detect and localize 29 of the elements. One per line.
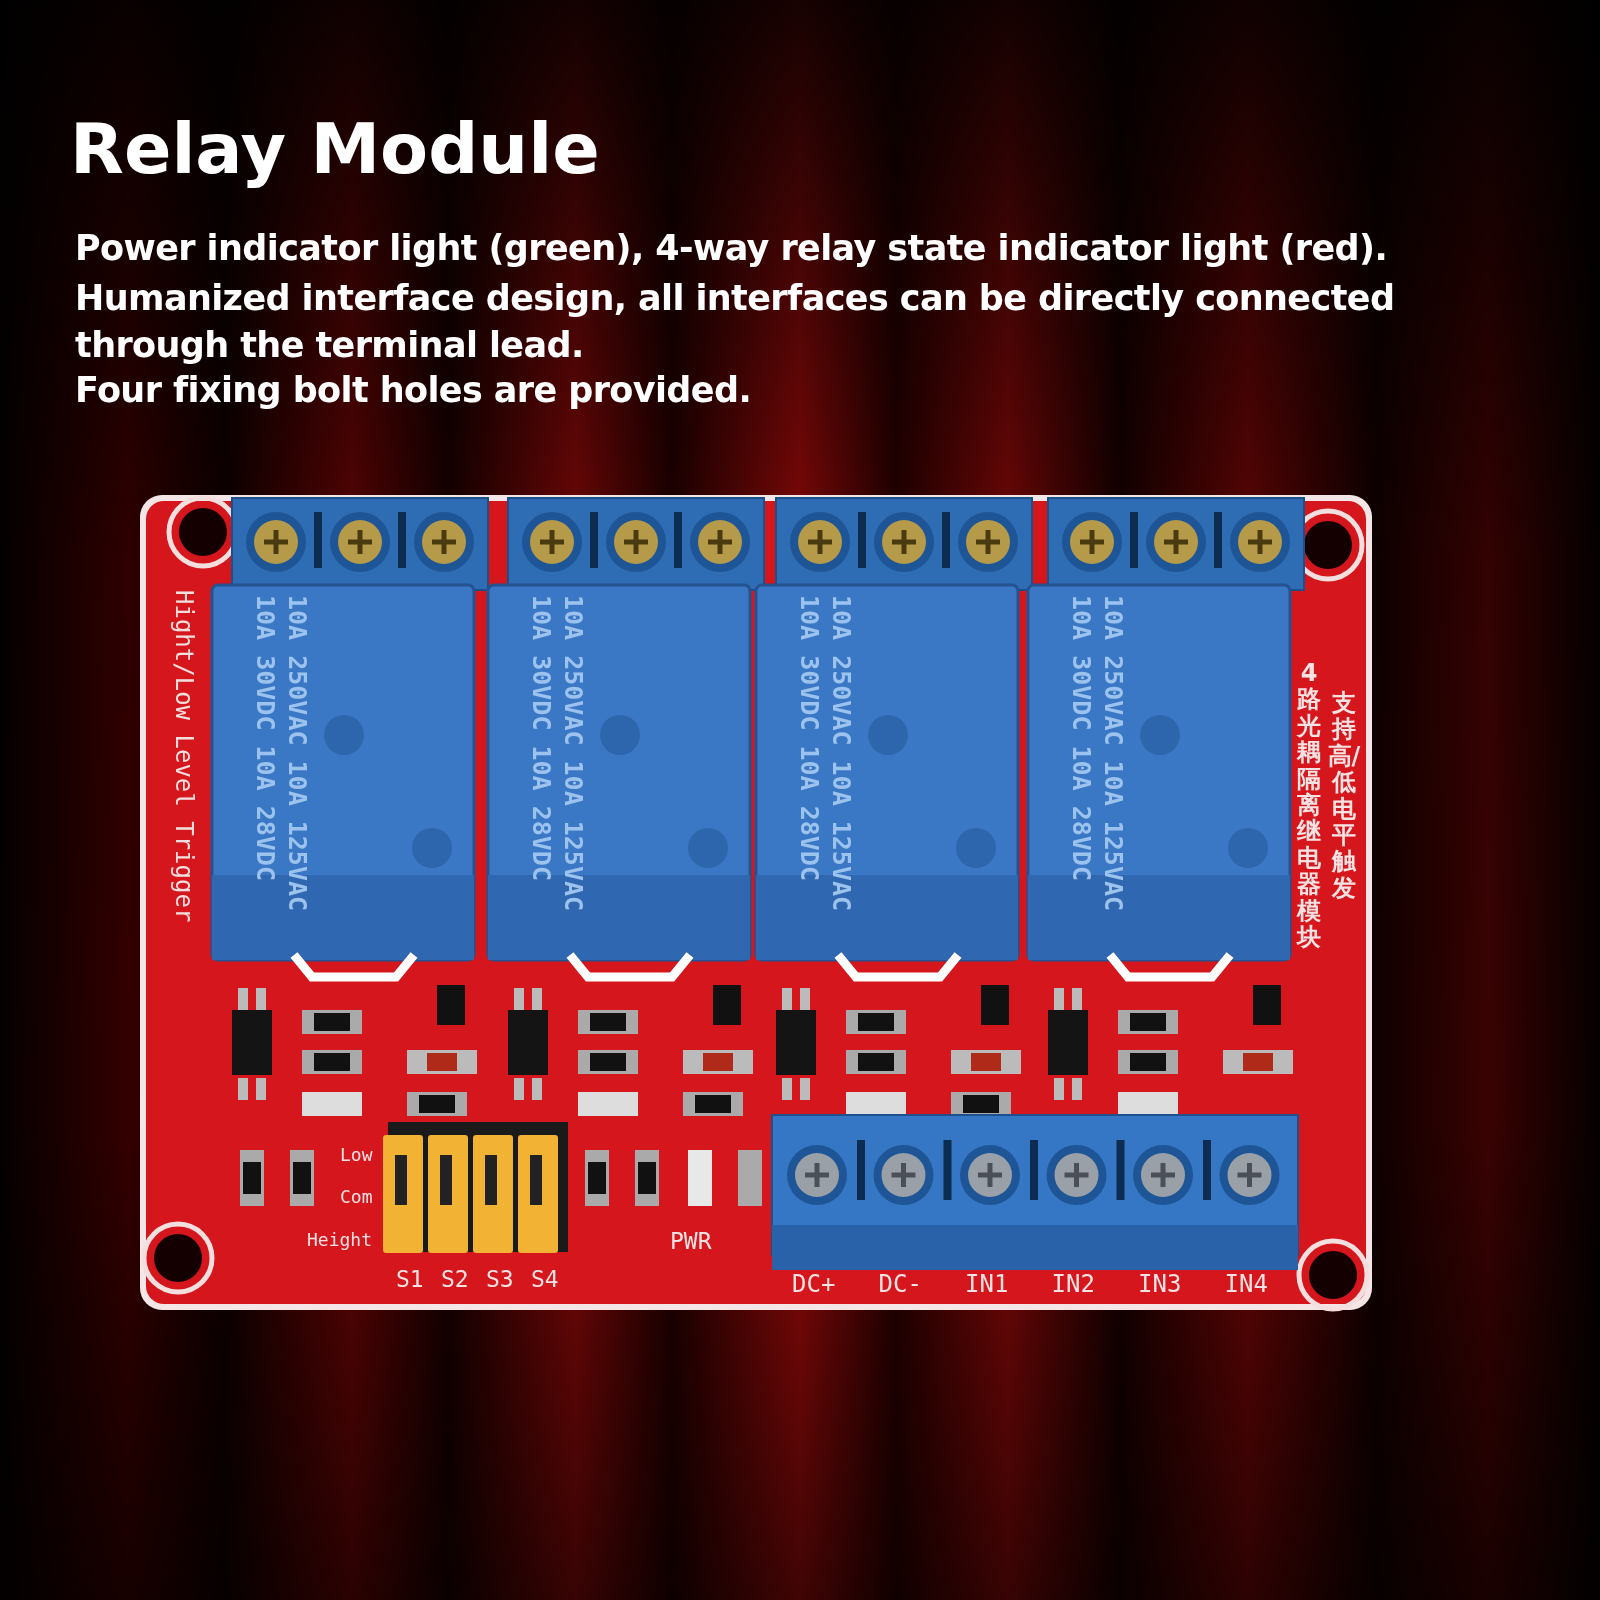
- pin-label: IN1: [965, 1272, 1009, 1296]
- relay-rating-text: 10A 250VAC 10A 125VAC: [826, 595, 856, 912]
- pin-label: S4: [531, 1268, 559, 1291]
- silkscreen-text: 4路光耦隔离继电器模块: [1295, 660, 1322, 951]
- pin-label: IN3: [1138, 1272, 1182, 1296]
- silkscreen-text: PWR: [670, 1230, 712, 1253]
- pin-label: S3: [486, 1268, 514, 1291]
- relay-rating-text: 10A 30VDC 10A 28VDC: [1066, 595, 1096, 881]
- relay-rating-text: 10A 250VAC 10A 125VAC: [1098, 595, 1128, 912]
- pin-label: DC-: [878, 1272, 922, 1296]
- silkscreen-text: Low: [340, 1146, 373, 1164]
- description-text: Four fixing bolt holes are provided.: [75, 370, 752, 410]
- silkscreen-text: Com: [340, 1188, 373, 1206]
- pin-label: DC+: [792, 1272, 836, 1296]
- description-text: Power indicator light (green), 4-way relay state indicator light (red).: [75, 228, 1388, 268]
- pin-label: S1: [396, 1268, 424, 1291]
- relay-rating-text: 10A 250VAC 10A 125VAC: [558, 595, 588, 912]
- relay-rating-text: 10A 30VDC 10A 28VDC: [794, 595, 824, 881]
- pin-label: IN2: [1051, 1272, 1095, 1296]
- relay-rating-text: 10A 250VAC 10A 125VAC: [282, 595, 312, 912]
- title: Relay Module: [70, 108, 600, 190]
- silkscreen-text: Height: [307, 1231, 373, 1249]
- silkscreen-text: 支持高/低电平触发: [1327, 690, 1361, 902]
- description-text: Humanized interface design, all interfaces can be directly connected through the terminal lead.: [75, 277, 1396, 367]
- pin-label: IN4: [1224, 1272, 1268, 1296]
- relay-rating-text: 10A 30VDC 10A 28VDC: [250, 595, 280, 881]
- pin-label: S2: [441, 1268, 469, 1291]
- silkscreen-text: Hight/Low Level Trigger: [170, 590, 198, 923]
- relay-rating-text: 10A 30VDC 10A 28VDC: [526, 595, 556, 881]
